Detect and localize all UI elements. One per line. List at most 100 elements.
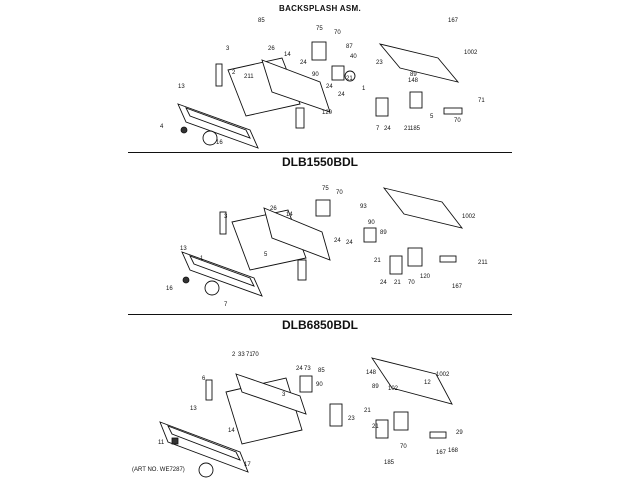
callout-16: 16 [216, 140, 223, 146]
callout-14: 14 [284, 52, 291, 58]
callout-71: 71 [246, 352, 253, 358]
callout-5: 5 [264, 252, 268, 258]
callout-70: 70 [334, 30, 341, 36]
callout-24: 24 [334, 238, 341, 244]
callout-70: 70 [252, 352, 259, 358]
callout-26: 26 [270, 206, 277, 212]
callout-167: 167 [448, 18, 459, 24]
end-cap [382, 187, 464, 229]
model-label-2: DLB6850BDL [281, 318, 359, 332]
timer [311, 41, 327, 61]
callout-21: 21 [346, 76, 353, 82]
callout-5: 5 [430, 114, 434, 120]
callout-3: 3 [282, 392, 286, 398]
callout-90: 90 [368, 220, 375, 226]
switch [329, 403, 343, 427]
timer [315, 199, 331, 217]
callout-2: 2 [232, 70, 236, 76]
callout-75: 75 [316, 26, 323, 32]
callout-33: 33 [238, 352, 245, 358]
knob-small [180, 126, 188, 134]
channel-strip [235, 373, 307, 415]
callout-13: 13 [190, 406, 197, 412]
panel-window [185, 107, 251, 139]
callout-17: 17 [244, 462, 251, 468]
callout-168: 168 [448, 448, 459, 454]
model-label-1: DLB1550BDL [281, 155, 359, 169]
callout-211: 211 [478, 260, 488, 266]
support [297, 259, 307, 281]
callout-26: 26 [268, 46, 275, 52]
callout-70: 70 [400, 444, 407, 450]
section-divider [128, 152, 512, 153]
callout-120: 120 [322, 110, 333, 116]
switch-right [375, 419, 389, 439]
callout-7: 7 [376, 126, 380, 132]
panel-window [189, 255, 255, 287]
callout-167: 167 [452, 284, 463, 290]
callout-1: 1 [200, 256, 204, 262]
callout-40: 40 [350, 54, 357, 60]
callout-12: 12 [424, 380, 431, 386]
callout-71: 71 [478, 98, 485, 104]
callout-24: 24 [346, 240, 353, 246]
callout-211: 211 [244, 74, 254, 80]
callout-24: 24 [380, 280, 387, 286]
knob-small [182, 276, 190, 284]
callout-90: 90 [312, 72, 319, 78]
switch [363, 227, 377, 243]
callout-7: 7 [224, 302, 228, 308]
callout-89: 89 [410, 72, 417, 78]
callout-89: 89 [372, 384, 379, 390]
clip [443, 107, 463, 115]
callout-21: 21 [394, 280, 401, 286]
callout-3: 3 [224, 214, 228, 220]
control-knob [202, 130, 218, 146]
callout-14: 14 [286, 212, 293, 218]
channel-strip [261, 59, 331, 113]
callout-4: 4 [160, 124, 164, 130]
callout-185: 185 [384, 460, 395, 466]
relay [407, 247, 423, 267]
callout-70: 70 [454, 118, 461, 124]
callout-24: 24 [296, 366, 303, 372]
callout-148: 148 [408, 78, 419, 84]
callout-23: 23 [348, 416, 355, 422]
callout-102: 102 [388, 386, 399, 392]
callout-87: 87 [346, 44, 353, 50]
callout-24: 24 [326, 84, 333, 90]
callout-11: 11 [158, 440, 165, 446]
relay [393, 411, 409, 431]
callout-24: 24 [300, 60, 307, 66]
callout-73: 73 [304, 366, 311, 372]
channel-strip [263, 207, 331, 261]
callout-148: 148 [366, 370, 377, 376]
bracket [219, 211, 227, 235]
callout-70: 70 [336, 190, 343, 196]
callout-6: 6 [202, 376, 206, 382]
callout-75: 75 [322, 186, 329, 192]
callout-21: 21 [372, 424, 379, 430]
callout-167: 167 [436, 450, 447, 456]
end-cap [370, 357, 453, 405]
callout-90: 90 [316, 382, 323, 388]
callout-21: 21 [364, 408, 371, 414]
support [295, 107, 305, 129]
callout-185: 185 [410, 126, 421, 132]
callout-13: 13 [178, 84, 185, 90]
callout-2: 2 [232, 352, 236, 358]
callout-23: 23 [376, 60, 383, 66]
clip [439, 255, 457, 263]
section-divider [128, 314, 512, 315]
end-cap [378, 43, 460, 83]
control-knob [198, 462, 214, 478]
callout-13: 13 [180, 246, 187, 252]
panel-window [167, 425, 241, 461]
timer [299, 375, 313, 393]
